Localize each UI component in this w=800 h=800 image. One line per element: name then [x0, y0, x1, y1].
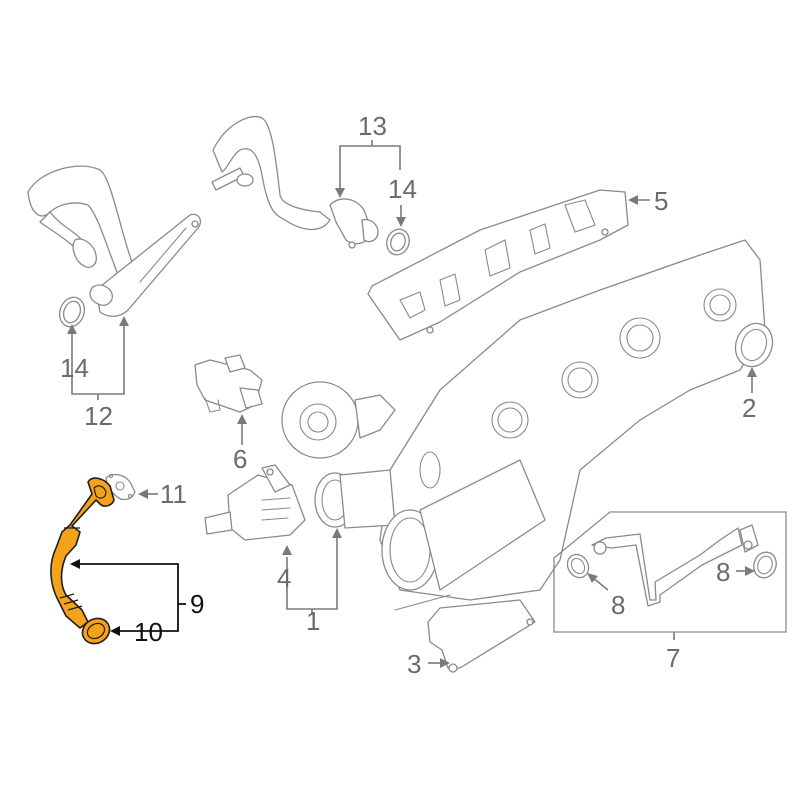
- leader-1-4: [286, 534, 338, 610]
- callout-7[interactable]: 7: [666, 643, 681, 673]
- arrow-10: [110, 626, 120, 636]
- callout-4[interactable]: 4: [277, 563, 292, 593]
- part-9-oil-return-line[interactable]: [50, 477, 115, 629]
- part-2-seal-ring[interactable]: [730, 318, 779, 372]
- callout-14-upper[interactable]: 14: [388, 174, 417, 204]
- part-10-return-line-gasket[interactable]: [78, 614, 114, 649]
- callout-9[interactable]: 9: [190, 589, 205, 619]
- part-5-heat-shield[interactable]: [367, 189, 629, 341]
- arrow-11: [138, 489, 148, 499]
- part-11-flange-gasket[interactable]: [105, 473, 136, 501]
- arrow-14-left: [67, 324, 77, 334]
- part-4-wastegate-actuator[interactable]: [204, 464, 306, 541]
- callout-14-left[interactable]: 14: [60, 353, 89, 383]
- callout-13[interactable]: 13: [358, 111, 387, 141]
- part-13-coolant-pipe[interactable]: [211, 116, 379, 249]
- callout-11[interactable]: 11: [160, 479, 187, 509]
- part-8-gasket-left[interactable]: [563, 551, 592, 582]
- leader-13: [339, 145, 401, 192]
- part-3-bracket[interactable]: [427, 599, 536, 673]
- arrow-5: [628, 195, 638, 205]
- arrow-6: [237, 414, 247, 424]
- callout-2[interactable]: 2: [742, 393, 757, 423]
- callout-5[interactable]: 5: [654, 186, 669, 216]
- callout-8-left[interactable]: 8: [611, 590, 626, 620]
- arrow-2: [747, 367, 757, 377]
- arrow-14-upper: [396, 217, 406, 227]
- part-12-coolant-pipe[interactable]: [27, 165, 202, 317]
- callout-8-right[interactable]: 8: [716, 557, 731, 587]
- part-14-oring-left[interactable]: [56, 294, 89, 330]
- arrow-8-left: [587, 573, 598, 583]
- arrow-4: [282, 545, 292, 555]
- callout-12[interactable]: 12: [84, 401, 113, 431]
- arrow-13: [335, 188, 345, 198]
- arrow-1: [332, 528, 342, 538]
- arrow-8-right: [745, 566, 755, 576]
- part-14-oring-upper[interactable]: [383, 226, 413, 258]
- leader-9-10: [76, 563, 179, 632]
- callout-1[interactable]: 1: [306, 606, 321, 636]
- part-1-turbocharger[interactable]: [281, 239, 766, 611]
- arrow-9: [70, 559, 80, 569]
- part-7-oil-feed-kit[interactable]: [553, 511, 787, 633]
- arrow-3: [440, 658, 450, 668]
- part-6-solenoid-valve[interactable]: [194, 354, 263, 413]
- callout-6[interactable]: 6: [233, 444, 248, 474]
- callout-3[interactable]: 3: [407, 649, 422, 679]
- arrow-12: [119, 316, 129, 326]
- callout-10[interactable]: 10: [134, 617, 163, 647]
- part-8-gasket-right[interactable]: [750, 549, 780, 581]
